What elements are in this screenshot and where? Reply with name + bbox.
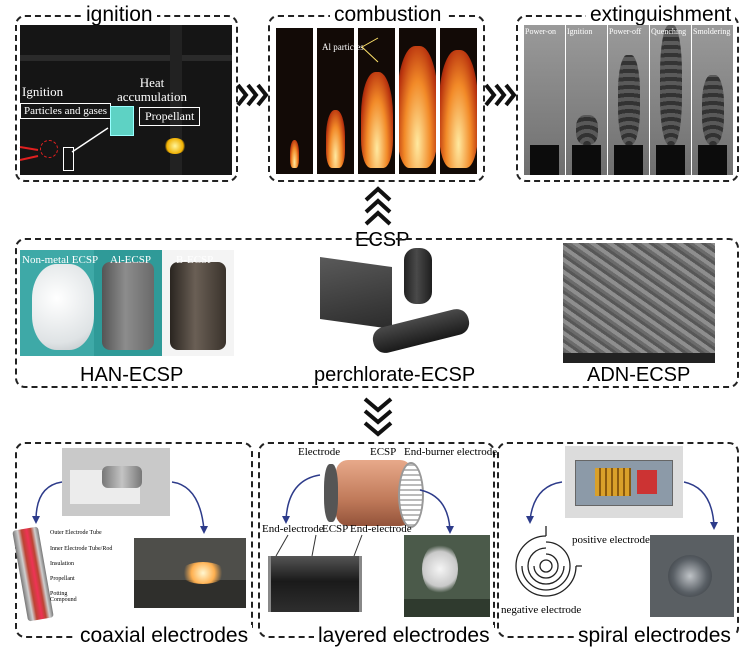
burner-base (656, 145, 685, 175)
coaxial-part-inner: Inner Electrode Tube/Rod (50, 546, 113, 552)
layered-ecsp-label: ECSP (370, 446, 397, 458)
burner-base (614, 145, 643, 175)
layered-ecsp2-label: ECSP (322, 523, 349, 535)
ignition-glow (164, 138, 186, 154)
layered-firing-photo (404, 535, 490, 617)
extinguishment-title: extinguishment (586, 4, 736, 26)
flame (325, 110, 346, 168)
al-particles-label: Al particles (322, 42, 364, 52)
ecsp-center-label: ECSP (355, 229, 410, 251)
chevron-down-icon (363, 397, 393, 437)
coaxial-firing-photo (134, 538, 246, 608)
coaxial-part-insulation: Insulation (50, 561, 74, 567)
burner-base (698, 145, 727, 175)
frame-label: Ignition (567, 27, 593, 36)
layered-endburner-label: End-burner electrode (404, 446, 498, 458)
chevron-right-icon (236, 83, 269, 107)
extinguishment-frame: Quenching (650, 25, 691, 175)
coaxial-title: coaxial electrodes (76, 625, 253, 647)
adn-ecsp-title: ADN-ECSP (587, 364, 691, 386)
ignition-title: ignition (82, 4, 157, 26)
propellant-sample-block (110, 106, 134, 136)
perchlorate-ecsp-title: perchlorate-ECSP (314, 364, 476, 386)
combustion-frame (440, 28, 477, 174)
spiral-electrode-diagram (515, 526, 582, 597)
combustion-frame (399, 28, 436, 174)
heat-accumulation-label: Heat accumulation (117, 75, 188, 104)
han-sample-nonmetal (20, 250, 104, 356)
burner-base (530, 145, 559, 175)
coaxial-part-outer: Outer Electrode Tube (50, 530, 102, 536)
frame-label: Quenching (651, 27, 687, 36)
coaxial-part-propellant: Propellant (50, 576, 75, 582)
smoke-plume (701, 75, 724, 145)
combustion-frame (276, 28, 313, 174)
burner-base (572, 145, 601, 175)
han-sample-al (94, 250, 162, 356)
spiral-device-cutaway (565, 446, 683, 518)
frame-label: Power-on (525, 27, 556, 36)
ecsp-types-panel (15, 238, 739, 388)
flame (289, 140, 300, 168)
layered-bar-diagram (268, 556, 362, 612)
propellant-label: Propellant (139, 107, 201, 126)
han-nonmetal-label: Non-metal ECSP (22, 254, 99, 266)
combustion-frame (317, 28, 354, 174)
chevron-up-icon (364, 186, 392, 226)
layered-electrode-label: Electrode (298, 446, 341, 458)
smoke-plume (575, 115, 598, 145)
smoke-plume (659, 25, 682, 145)
ignition-label: Ignition (22, 84, 64, 99)
layered-end-electrode-right: End-electrode (350, 523, 412, 535)
layered-endburner-grid (398, 462, 424, 528)
chevron-right-icon (484, 83, 517, 107)
perchlorate-cylinder-sample (404, 248, 432, 304)
extinguishment-frame: Ignition (566, 25, 607, 175)
spiral-title: spiral electrodes (574, 625, 735, 647)
han-al-label: Al-ECSP (110, 254, 151, 266)
layered-end-electrode-left: End-electrode (262, 523, 324, 535)
combustion-title: combustion (330, 4, 446, 26)
han-b-label: B-ECSP (176, 254, 214, 266)
adn-sem-image (563, 243, 715, 363)
flame (360, 72, 393, 168)
layered-title: layered electrodes (314, 625, 494, 647)
flame (440, 50, 477, 168)
frame-label: Smoldering (693, 27, 731, 36)
frame-label: Power-off (609, 27, 642, 36)
coaxial-device-photo (62, 448, 170, 516)
spiral-firing-photo (650, 535, 734, 617)
han-sample-b (162, 250, 234, 356)
extinguishment-frame: Smoldering (692, 25, 733, 175)
extinguishment-frame: Power-on (524, 25, 565, 175)
flame (399, 46, 436, 168)
extinguishment-frame: Power-off (608, 25, 649, 175)
ignition-circle-marker (40, 140, 58, 158)
coaxial-part-potting: Potting Compound (50, 591, 77, 603)
combustion-frame (358, 28, 395, 174)
ignition-highlight-box (63, 147, 74, 171)
spiral-positive-label: positive electrode (572, 534, 650, 546)
smoke-plume (617, 55, 640, 145)
han-ecsp-title: HAN-ECSP (80, 364, 184, 386)
spiral-negative-label: negative electrode (501, 604, 582, 616)
